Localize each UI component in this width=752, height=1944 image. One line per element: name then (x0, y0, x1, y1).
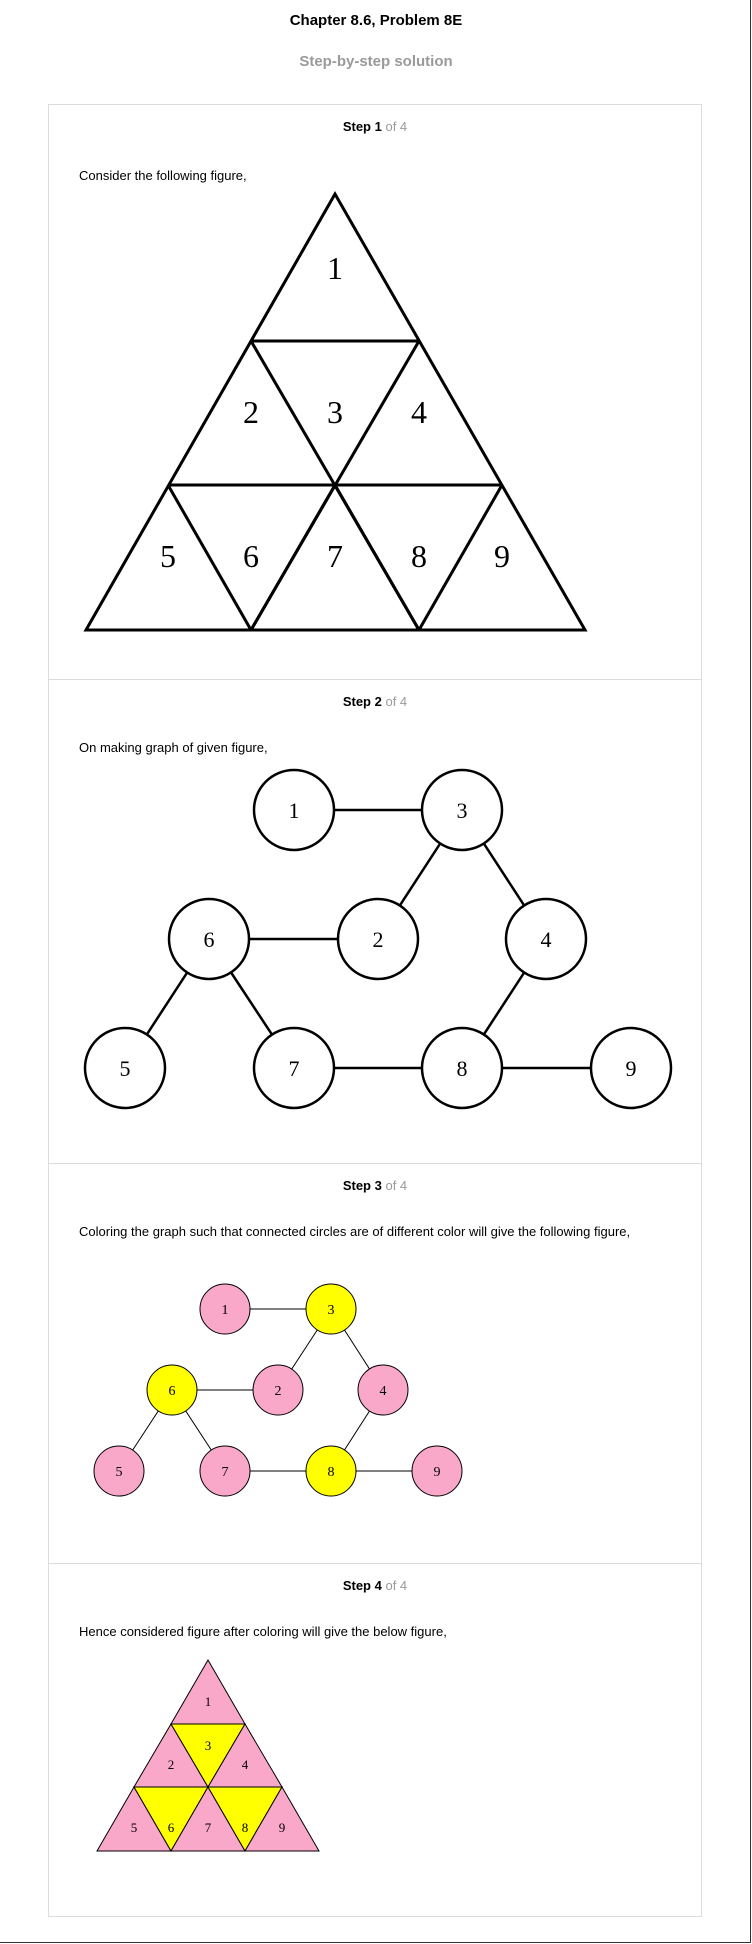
node-3 (420, 768, 504, 852)
step-1-triangle-figure: 1 2 3 4 5 6 7 8 9 (83, 190, 588, 632)
inner-edge-e (249, 484, 337, 631)
colored-node-label-8: 8 (328, 1465, 335, 1480)
node-label-3: 3 (457, 798, 468, 823)
step-2-label: Step 2 (342, 694, 382, 709)
region-label-8: 8 (411, 538, 427, 574)
colored-region-label-8: 8 (242, 1820, 249, 1835)
colored-node-label-4: 4 (380, 1384, 387, 1399)
node-label-8: 8 (457, 1056, 468, 1081)
node-label-2: 2 (373, 927, 384, 952)
step-1-label: Step 1 (342, 119, 382, 134)
step-2-text: On making graph of given figure, (79, 740, 268, 755)
region-label-7: 7 (327, 538, 343, 574)
colored-node-label-7: 7 (222, 1465, 229, 1480)
inner-edge-d (417, 484, 504, 631)
step-3-of: of 4 (385, 1178, 408, 1193)
colored-node-label-3: 3 (328, 1303, 335, 1318)
colored-region-1 (170, 1659, 246, 1725)
step-4-colored-triangle: 1 2 3 4 5 6 7 8 9 (96, 1659, 320, 1852)
node-1 (252, 768, 336, 852)
colored-region-label-7: 7 (205, 1820, 212, 1835)
colored-region-label-1: 1 (205, 1694, 212, 1709)
colored-node-4 (357, 1364, 409, 1416)
page-title: Chapter 8.6, Problem 8E (289, 12, 463, 29)
region-label-3: 3 (327, 394, 343, 430)
inner-edge-f (333, 484, 421, 631)
region-label-6: 6 (243, 538, 259, 574)
node-4 (504, 897, 588, 981)
step-2-header: Step 2 of 4 (49, 694, 701, 709)
colored-node-label-2: 2 (275, 1384, 282, 1399)
colored-node-6 (146, 1364, 198, 1416)
colored-region-label-3: 3 (205, 1738, 212, 1753)
step-1-of: of 4 (385, 119, 408, 134)
step-2-graph: 1 3 6 2 4 5 7 8 9 (83, 768, 673, 1110)
region-label-2: 2 (243, 394, 259, 430)
colored-region-label-2: 2 (168, 1757, 175, 1772)
step-3-header: Step 3 of 4 (49, 1178, 701, 1193)
colored-node-3 (305, 1283, 357, 1335)
step-3-text: Coloring the graph such that connected c… (79, 1224, 631, 1239)
region-label-1: 1 (327, 250, 343, 286)
outer-triangle (83, 190, 588, 632)
step-4-of: of 4 (385, 1578, 408, 1593)
node-label-1: 1 (289, 798, 300, 823)
region-label-5: 5 (160, 538, 176, 574)
colored-region-label-4: 4 (242, 1757, 249, 1772)
node-label-4: 4 (541, 927, 552, 952)
step-4-card: Step 4 of 4 Hence considered figure afte… (48, 1563, 702, 1917)
node-7 (252, 1026, 336, 1110)
node-label-7: 7 (289, 1056, 300, 1081)
node-5 (83, 1026, 167, 1110)
step-2-card: Step 2 of 4 On making graph of given fig… (48, 679, 702, 1163)
step-4-header: Step 4 of 4 (49, 1578, 701, 1593)
colored-node-label-6: 6 (169, 1384, 176, 1399)
step-4-label: Step 4 (342, 1578, 382, 1593)
step-3-card: Step 3 of 4 Coloring the graph such that… (48, 1163, 702, 1563)
colored-region-label-9: 9 (279, 1820, 286, 1835)
colored-node-8 (305, 1445, 357, 1497)
inner-edge-c (166, 484, 253, 631)
colored-region-label-6: 6 (168, 1820, 175, 1835)
colored-region-9 (244, 1786, 320, 1852)
step-1-header: Step 1 of 4 (49, 119, 701, 134)
page-subtitle: Step-by-step solution (299, 53, 453, 70)
node-label-9: 9 (626, 1056, 637, 1081)
step-1-card: Step 1 of 4 Consider the following figur… (48, 104, 702, 679)
step-1-text: Consider the following figure, (79, 168, 247, 183)
colored-region-label-5: 5 (131, 1820, 138, 1835)
colored-node-label-1: 1 (222, 1303, 229, 1318)
step-3-label: Step 3 (342, 1178, 382, 1193)
node-label-5: 5 (120, 1056, 131, 1081)
colored-node-label-9: 9 (434, 1465, 441, 1480)
colored-node-label-5: 5 (116, 1465, 123, 1480)
node-8 (420, 1026, 504, 1110)
colored-node-7 (199, 1445, 251, 1497)
colored-node-2 (252, 1364, 304, 1416)
node-6 (167, 897, 251, 981)
node-2 (336, 897, 420, 981)
colored-node-9 (411, 1445, 463, 1497)
node-9 (589, 1026, 673, 1110)
node-label-6: 6 (204, 927, 215, 952)
step-3-colored-graph: 1 3 6 2 4 5 7 8 9 (93, 1283, 463, 1497)
step-4-text: Hence considered figure after coloring w… (79, 1624, 447, 1639)
region-label-4: 4 (411, 394, 427, 430)
step-2-of: of 4 (385, 694, 408, 709)
region-label-9: 9 (494, 538, 510, 574)
colored-node-1 (199, 1283, 251, 1335)
colored-node-5 (93, 1445, 145, 1497)
